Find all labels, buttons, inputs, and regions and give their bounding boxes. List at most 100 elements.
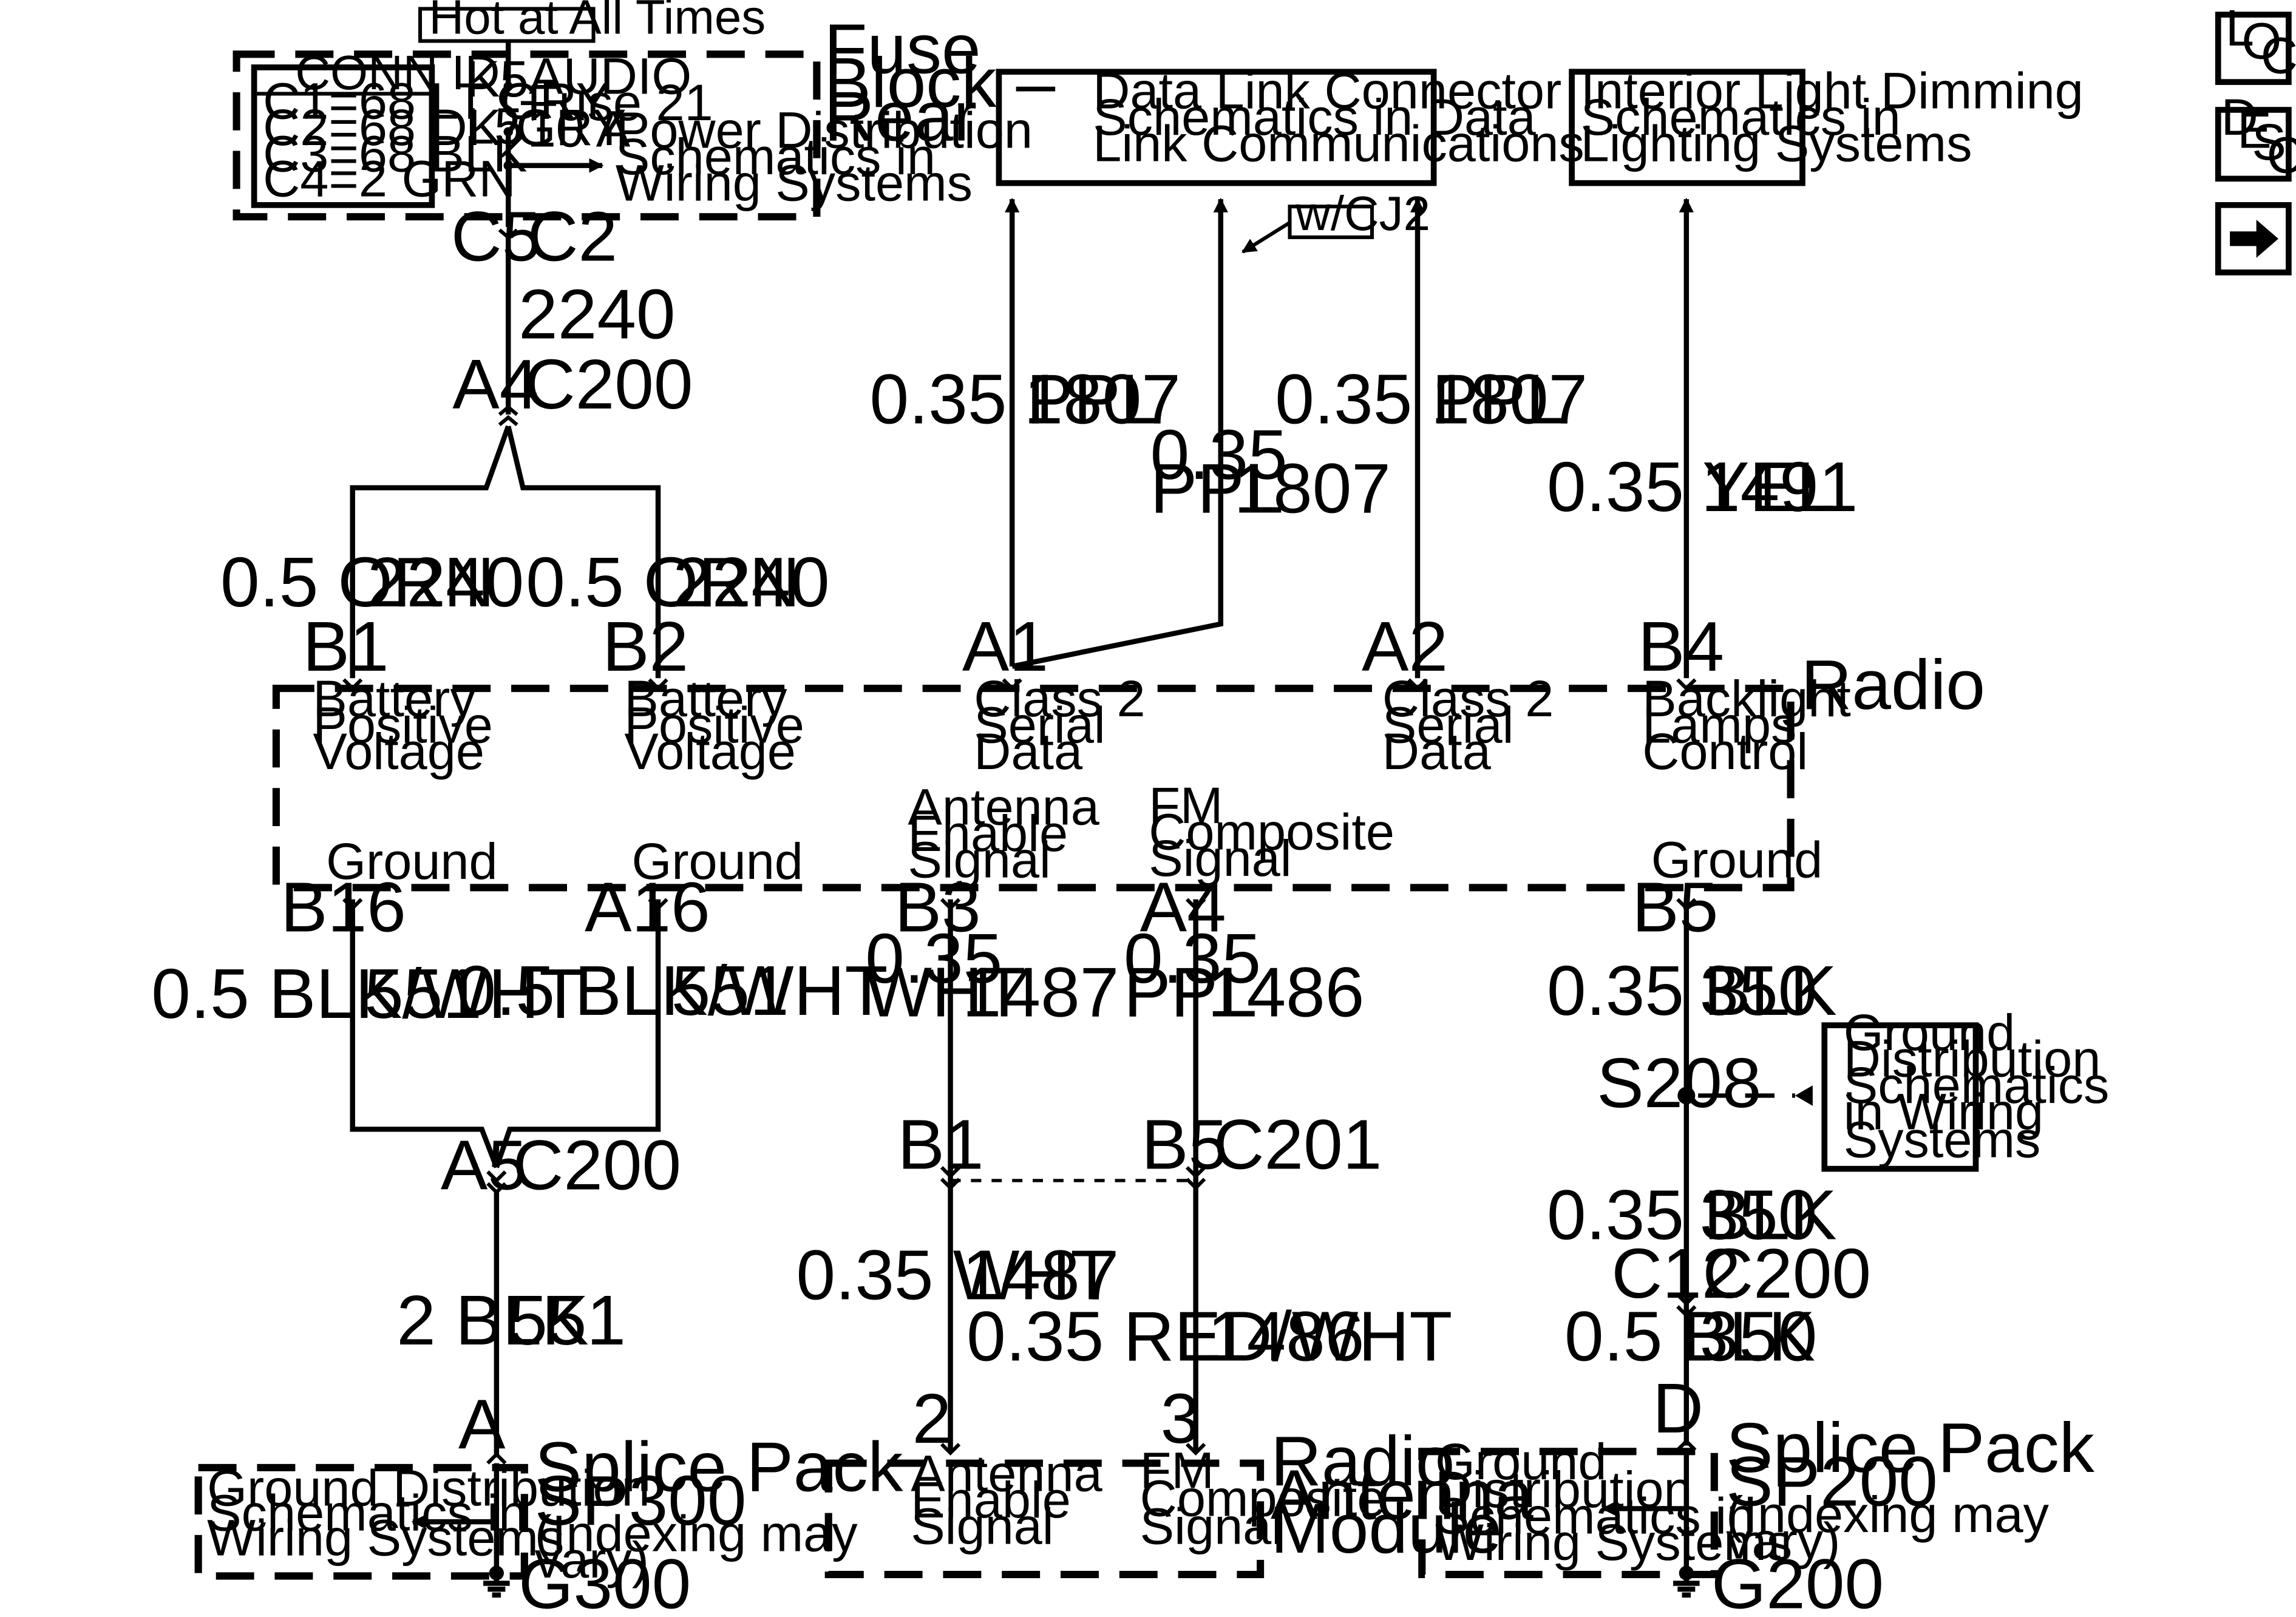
power-distribution-ref: Power Distribution [616, 101, 1033, 159]
svg-text:2240: 2240 [367, 543, 524, 622]
svg-text:0.35 BLK: 0.35 BLK [1547, 951, 1837, 1030]
svg-text:O: O [2241, 12, 2281, 70]
svg-text:vary): vary) [535, 1531, 649, 1588]
svg-text:Wiring Systems: Wiring Systems [616, 154, 973, 212]
svg-text:Data Link Connector: Data Link Connector [1093, 62, 1561, 120]
wire-cj2-class2 [1011, 197, 1228, 670]
svg-text:1487: 1487 [962, 1236, 1119, 1315]
svg-text:Ground: Ground [631, 832, 803, 890]
svg-text:Splice Pack: Splice Pack [1726, 1408, 2095, 1487]
svg-text:Serial: Serial [1382, 696, 1514, 754]
svg-text:Module: Module [1271, 1489, 1502, 1568]
svg-text:C: C [2267, 126, 2296, 184]
svg-text:Lighting Systems: Lighting Systems [1581, 115, 1972, 172]
svg-text:0.35 RED/WHT: 0.35 RED/WHT [966, 1297, 1452, 1376]
svg-text:Serial: Serial [974, 696, 1106, 754]
svg-text:C3=68 BLK: C3=68 BLK [263, 124, 527, 182]
radio-pins-top: B1 B2 A1 A2 B4 [302, 607, 1724, 691]
svg-text:FM: FM [1149, 776, 1223, 834]
svg-text:0.35: 0.35 [1150, 415, 1288, 494]
svg-text:551: 551 [671, 951, 789, 1030]
svg-text:0.5 ORN: 0.5 ORN [220, 543, 495, 622]
connector-a5: A5 [441, 1126, 527, 1205]
svg-text:Systems: Systems [1844, 1110, 2041, 1168]
svg-text:C4=2 GRN: C4=2 GRN [263, 149, 515, 207]
wire-b1 [350, 425, 511, 679]
svg-text:Composite: Composite [1149, 803, 1394, 861]
svg-text:Antenna: Antenna [911, 1445, 1102, 1502]
arrow-right-icon [2230, 219, 2278, 258]
svg-text:Class 2: Class 2 [1382, 670, 1554, 727]
svg-text:0.35 YEL: 0.35 YEL [1547, 447, 1836, 526]
svg-text:Schematics in: Schematics in [1435, 1487, 1755, 1545]
svg-text:0.35 WHT: 0.35 WHT [796, 1236, 1113, 1315]
svg-text:Distribution: Distribution [1844, 1030, 2101, 1088]
next-button[interactable] [2215, 202, 2292, 276]
svg-text:0.35: 0.35 [865, 919, 1002, 998]
splice-s208 [1677, 1086, 1696, 1105]
fuse-block-title: Fuse [824, 10, 980, 89]
svg-text:Ground Distribution: Ground Distribution [207, 1459, 650, 1517]
svg-text:0.35: 0.35 [1124, 919, 1261, 998]
splice-pack-sp300 [194, 1463, 528, 1580]
svg-text:0.35 PPL: 0.35 PPL [1275, 360, 1565, 439]
svg-text:C201: C201 [1214, 1105, 1382, 1184]
radio-pins-bottom: B16 A16 B3 A4 B5 [280, 868, 1718, 947]
svg-text:0.5 BLK/WHT: 0.5 BLK/WHT [457, 951, 888, 1030]
svg-text:1486: 1486 [1207, 1297, 1364, 1376]
svg-text:A1: A1 [962, 607, 1048, 686]
ground-g200: G200 [1711, 1545, 1884, 1617]
svg-text:2240: 2240 [518, 275, 675, 354]
connector-c5: C5 [451, 197, 541, 276]
svg-text:Battery: Battery [624, 670, 787, 727]
svg-text:FM: FM [1140, 1442, 1214, 1499]
svg-text:PPL: PPL [1150, 449, 1284, 528]
radio-pin-labels-bottom: Antenna Enable Signal FM Composite Signa… [326, 776, 1822, 890]
svg-text:A2: A2 [1362, 607, 1448, 686]
interior-light-dimming-ref [1569, 69, 1805, 186]
svg-text:B16: B16 [280, 868, 406, 947]
svg-text:Signal: Signal [1149, 829, 1291, 887]
svg-text:K5: K5 [466, 50, 529, 107]
svg-text:Positive: Positive [313, 696, 493, 754]
radio-title: Radio [1801, 645, 1985, 724]
ground-g300: G300 [518, 1545, 691, 1617]
loc-button[interactable]: L O C [2215, 0, 2296, 85]
svg-text:B3: B3 [895, 868, 981, 947]
svg-text:Battery: Battery [313, 670, 476, 727]
svg-text:Rear: Rear [824, 77, 977, 156]
svg-text:Fuse 21: Fuse 21 [528, 73, 713, 131]
svg-text:1807: 1807 [1431, 360, 1588, 439]
svg-text:1487: 1487 [962, 953, 1119, 1032]
svg-text:L5: L5 [466, 97, 523, 155]
svg-text:350: 350 [1700, 1297, 1818, 1376]
svg-text:551: 551 [364, 954, 482, 1033]
svg-text:Signal: Signal [911, 1497, 1053, 1554]
svg-text:(Indexing may: (Indexing may [1726, 1485, 2050, 1543]
svg-text:C2=68 DK GRY: C2=68 DK GRY [263, 98, 627, 156]
svg-text:Composite: Composite [1140, 1470, 1386, 1527]
svg-text:0.5 BLK: 0.5 BLK [1564, 1297, 1815, 1376]
svg-text:(Indexing may: (Indexing may [535, 1505, 858, 1562]
wire-b2 [506, 425, 661, 679]
svg-text:551: 551 [508, 1281, 626, 1360]
svg-text:L: L [2226, 0, 2254, 56]
svg-text:B1: B1 [302, 607, 389, 686]
svg-text:Backlight: Backlight [1642, 670, 1851, 727]
svg-text:B4: B4 [1638, 607, 1724, 686]
svg-text:Voltage: Voltage [313, 722, 484, 780]
svg-text:Hot at All Times: Hot at All Times [429, 0, 766, 44]
svg-text:1807: 1807 [1024, 360, 1181, 439]
svg-text:0.35 PPL: 0.35 PPL [869, 360, 1160, 439]
connector-c200-lower: C200 [512, 1126, 681, 1205]
desc-button[interactable]: D E S C [2215, 88, 2296, 184]
svg-text:A16: A16 [585, 868, 710, 947]
svg-text:Ground: Ground [1844, 1003, 2015, 1061]
svg-text:2240: 2240 [673, 543, 829, 622]
svg-text:Ground: Ground [1435, 1432, 1606, 1490]
svg-text:B5: B5 [1632, 868, 1718, 947]
radio-antenna-module [824, 1459, 1265, 1579]
svg-text:1807: 1807 [1234, 449, 1391, 528]
connector-c200-right: C200 [1702, 1234, 1871, 1313]
svg-text:vary): vary) [1726, 1512, 1840, 1570]
